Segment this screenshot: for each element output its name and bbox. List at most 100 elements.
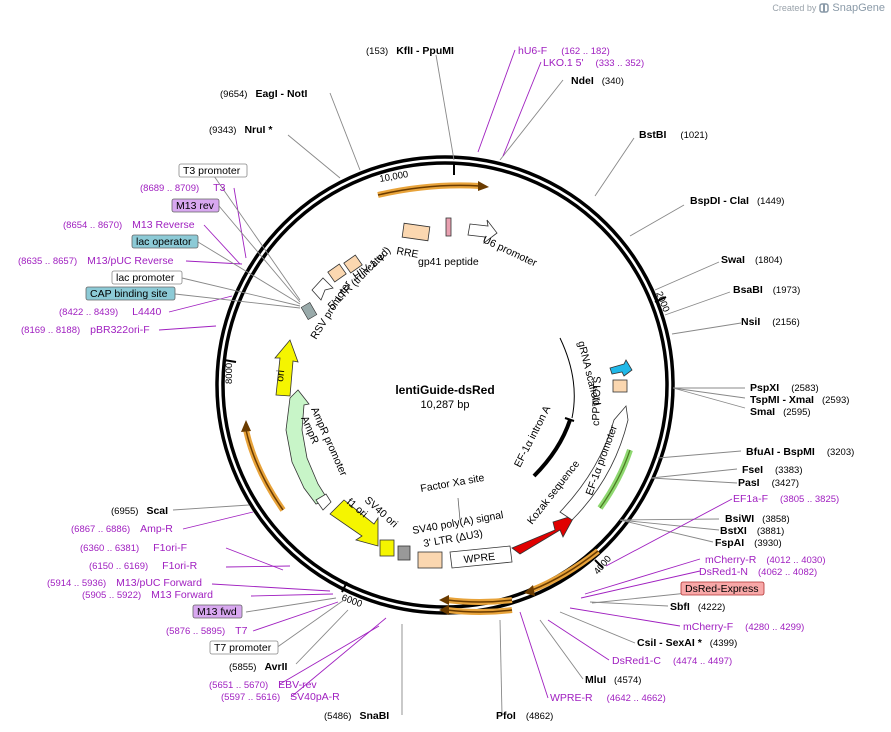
primer-m13-puc-forward: (5914 .. 5936)M13/pUC Forward	[47, 577, 202, 589]
boxed-m13-rev: M13 rev	[176, 200, 215, 212]
feature-sv40-ori	[379, 539, 395, 557]
site-csii-sexai: CsiI - SexAI *(4399)	[637, 637, 737, 649]
boxed-cap-binding-site: CAP binding site	[90, 288, 168, 300]
primer-dsred1-n: DsRed1-N(4062 .. 4082)	[699, 566, 817, 578]
feature-hiv-psi-2	[327, 263, 347, 283]
boxed-t3-promoter: T3 promoter	[183, 165, 241, 177]
primer-m13-puc-reverse: (8635 .. 8657)M13/pUC Reverse	[18, 255, 174, 267]
plasmid-name: lentiGuide-dsRed	[395, 383, 494, 397]
outer-feature-arrows	[241, 181, 633, 615]
tick-label-10000: 10,000	[379, 169, 410, 185]
tick-label-8000: 8000	[224, 363, 235, 384]
site-ndei: NdeI(340)	[571, 75, 624, 87]
site-pasi: PasI(3427)	[738, 477, 799, 489]
feature-hiv-psi-1	[343, 254, 363, 274]
primer-sv40pa-r: (5597 .. 5616)SV40pA-R	[221, 691, 340, 703]
site-bsabi: BsaBI(1973)	[733, 284, 800, 296]
feature-arrow-left	[243, 429, 286, 512]
feature-gp41	[445, 217, 452, 237]
site-fsei: FseI(3383)	[742, 464, 802, 476]
primer-mcherry-f: mCherry-F(4280 .. 4299)	[683, 621, 804, 633]
feature-arrowhead-bottom-right-1	[524, 585, 535, 596]
feature-dsred	[511, 514, 576, 555]
label-ori: ori	[274, 369, 287, 382]
tick-marks	[223, 163, 667, 593]
feature-rsv-promoter	[300, 302, 318, 320]
primer-hu6-f: hU6-F(162 .. 182)	[518, 45, 610, 57]
boxed-t7-promoter: T7 promoter	[214, 642, 272, 654]
primer-dsred1-c: DsRed1-C(4474 .. 4497)	[612, 655, 732, 667]
boxed-lac-operator: lac operator	[136, 236, 192, 248]
feature-ef1a-intron	[532, 419, 572, 478]
primer-pbr322ori-f: (8169 .. 8188)pBR322ori-F	[21, 324, 150, 336]
primer-wpre-r: WPRE-R(4642 .. 4662)	[550, 692, 666, 704]
feature-ef1a-promoter	[559, 405, 629, 521]
feature-sv40-polya	[397, 545, 411, 561]
label-gp41: gp41 peptide	[418, 256, 479, 268]
feature-u6-promoter	[467, 219, 498, 244]
label-wpre: WPRE	[463, 551, 496, 566]
label-u6-promoter: U6 promoter	[481, 234, 539, 270]
primer-m13-reverse: (8654 .. 8670)M13 Reverse	[63, 219, 195, 231]
boxed-m13-fwd: M13 fwd	[197, 606, 237, 618]
feature-arrowhead-left	[241, 420, 251, 432]
restriction-sites: (153)KflI - PpuMI NdeI(340) BstBI(1021) …	[111, 45, 854, 722]
primer-ef1a-f: EF1a-F(3805 .. 3825)	[733, 493, 839, 505]
brand-prefix: Created by	[772, 3, 817, 13]
primer-f1ori-f: (6360 .. 6381)F1ori-F	[80, 542, 187, 554]
feature-ori	[274, 339, 299, 397]
primer-f1ori-r: (6150 .. 6169)F1ori-R	[89, 560, 198, 572]
feature-arrowhead-bottom-1	[439, 595, 449, 605]
feature-5ltr	[311, 277, 334, 301]
primer-mcherry-r: mCherry-R(4012 .. 4030)	[705, 554, 826, 566]
label-cppt: cPPT/CTS	[590, 376, 604, 426]
site-smai: SmaI(2595)	[750, 406, 811, 418]
site-swai: SwaI(1804)	[721, 254, 782, 266]
feature-arrow-bottom-right-1	[530, 548, 600, 593]
site-bfuai-bspmi: BfuAI - BspMI(3203)	[746, 446, 854, 458]
site-pspxi: PspXI(2583)	[750, 382, 819, 394]
snapgene-brand: Created by SnapGene	[772, 2, 885, 14]
label-rre: RRE	[395, 245, 419, 261]
site-bsiwi: BsiWI(3858)	[725, 513, 790, 525]
primer-t7: (5876 .. 5895)T7	[166, 625, 248, 637]
site-avrii: (5855)AvrII	[229, 661, 288, 673]
feature-wpre	[449, 545, 513, 569]
site-bstbi: BstBI(1021)	[639, 129, 708, 141]
site-pfoi: PfoI(4862)	[496, 710, 553, 722]
primers: hU6-F(162 .. 182) LKO.1 5'(333 .. 352) E…	[18, 45, 839, 704]
site-fspai: FspAI(3930)	[715, 537, 782, 549]
label-grna-scaffold: gRNA scaffold	[575, 340, 603, 407]
site-leader-lines	[172, 54, 746, 716]
feature-f1-ori	[329, 499, 379, 547]
primer-leader-lines	[158, 49, 733, 699]
site-bstxi: BstXI(3881)	[720, 525, 784, 537]
primer-t3: (8689 .. 8709)T3	[140, 182, 226, 194]
feature-ampr	[285, 389, 329, 505]
boxed-dsred-express: DsRed-Express	[685, 583, 759, 595]
feature-ampr-promoter	[315, 493, 332, 511]
primer-l4440: (8422 .. 8439)L4440	[59, 306, 162, 318]
primer-lko1: LKO.1 5'(333 .. 352)	[543, 57, 644, 69]
site-eagi-noti: (9654)EagI - NotI	[220, 88, 307, 100]
plasmid-size: 10,287 bp	[421, 399, 470, 411]
site-kfli-ppumi: (153)KflI - PpuMI	[366, 45, 454, 57]
primer-ebv-rev: (5651 .. 5670)EBV-rev	[209, 679, 317, 691]
brand-name: SnapGene	[832, 2, 885, 14]
site-mlui: MluI(4574)	[585, 674, 641, 686]
snapgene-logo-icon	[819, 3, 830, 13]
feature-grna-scaffold	[609, 359, 633, 377]
feature-cppt	[612, 379, 628, 393]
feature-arrowhead-top	[478, 181, 489, 191]
inner-features	[274, 217, 633, 569]
primer-m13-forward: (5905 .. 5922)M13 Forward	[82, 589, 213, 601]
feature-3ltr	[417, 551, 443, 569]
feature-arrowhead-bottom-2	[439, 605, 449, 615]
boxed-labels: T3 promoter M13 rev lac operator lac pro…	[85, 163, 765, 655]
site-sbfi: SbfI(4222)	[670, 601, 725, 613]
site-snabi: (5486)SnaBI	[324, 710, 389, 722]
site-scai: (6955)ScaI	[111, 505, 168, 517]
site-nsii: NsiI(2156)	[741, 316, 800, 328]
primer-amp-r: (6867 .. 6886)Amp-R	[71, 523, 173, 535]
